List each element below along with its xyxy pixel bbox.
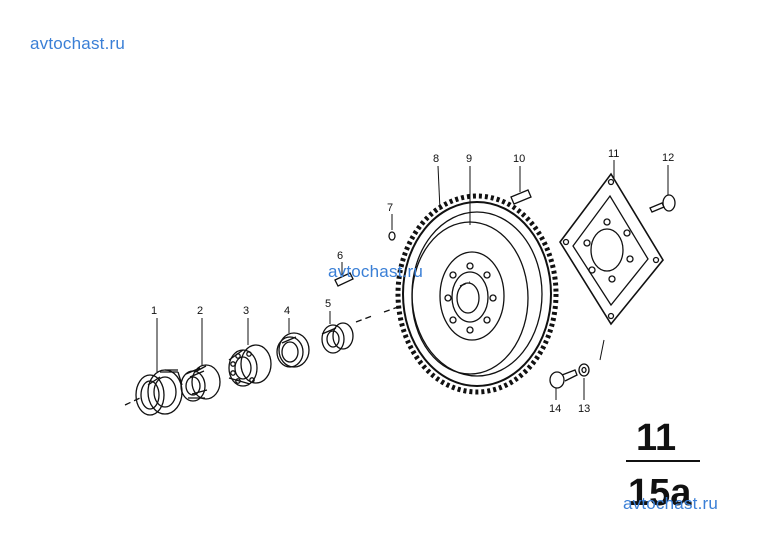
callout-2: 2	[197, 305, 203, 317]
callout-11: 11	[608, 148, 619, 160]
ring-gear-teeth	[395, 193, 559, 395]
part-2-needle-bearing	[180, 364, 221, 402]
callout-12: 12	[662, 152, 674, 164]
part-14-bolt	[549, 369, 578, 389]
callout-10: 10	[513, 153, 525, 165]
callout-numbers: 1 2 3 4 5 6 7 8 9 10 11 12 13 14	[151, 148, 674, 415]
part-3-ball-bearing	[228, 344, 272, 387]
axis-line	[124, 281, 471, 406]
callout-3: 3	[243, 305, 249, 317]
part-4-seal	[276, 332, 310, 368]
part-13-washer	[578, 363, 590, 377]
watermark-center: avtochast.ru	[328, 262, 424, 281]
callout-8: 8	[433, 153, 439, 165]
part-7-pin	[388, 231, 396, 241]
part-6-dowel	[334, 272, 354, 287]
part-8-9-flywheel	[395, 193, 559, 395]
leader-lines	[156, 160, 669, 400]
watermark-top-left: avtochast.ru	[30, 34, 126, 53]
callout-1: 1	[151, 305, 157, 317]
callout-7: 7	[387, 202, 393, 214]
watermark-bottom-right: avtochast.ru	[623, 494, 719, 513]
part-12-bolt	[649, 194, 676, 213]
part-10-dowel	[510, 189, 532, 205]
group-sub-number: 15a	[628, 472, 692, 514]
callout-5: 5	[325, 298, 331, 310]
group-main-number: 11	[636, 417, 676, 459]
callout-4: 4	[284, 305, 290, 317]
callout-9: 9	[466, 153, 472, 165]
part-11-plate	[559, 172, 664, 326]
callout-14: 14	[549, 403, 561, 415]
flywheel-bolt-holes	[444, 262, 497, 334]
callout-13: 13	[578, 403, 590, 415]
part-5-ring	[321, 322, 354, 354]
callout-6: 6	[337, 250, 343, 262]
part-1-sleeve	[135, 369, 183, 416]
